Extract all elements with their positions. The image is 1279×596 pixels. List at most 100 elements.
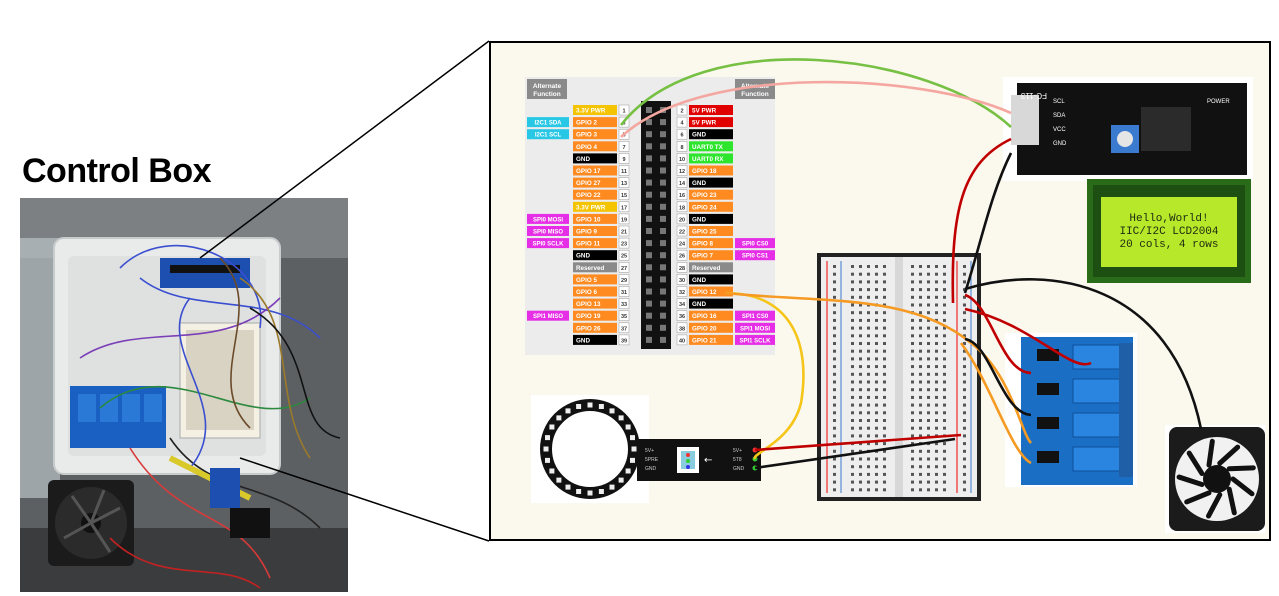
left-pin-name: GPIO 17 xyxy=(576,168,601,175)
left-pin-name-box xyxy=(573,213,617,224)
breadboard-hole xyxy=(911,318,914,322)
right-pin-number: 38 xyxy=(679,326,685,332)
breadboard-hole xyxy=(919,449,922,453)
breadboard-hole xyxy=(875,318,878,322)
breadboard-hole xyxy=(943,280,946,284)
right-pin-name-box xyxy=(689,250,733,261)
right-alt-label: SPI1 MOSI xyxy=(740,326,770,332)
right-pin-number: 10 xyxy=(679,157,685,163)
breadboard-hole xyxy=(833,472,836,476)
breadboard-hole xyxy=(963,265,966,268)
left-pin-number-box xyxy=(618,262,630,273)
breadboard-hole xyxy=(833,465,836,469)
breadboard-hole xyxy=(875,272,878,276)
left-pin-number-box xyxy=(618,298,630,309)
breadboard-hole xyxy=(851,388,854,392)
left-pin-number-box xyxy=(618,201,630,213)
left-pin-number-box xyxy=(618,104,630,116)
left-pin-number: 13 xyxy=(621,181,627,187)
header-pin xyxy=(660,300,666,307)
breadboard-hole xyxy=(943,295,946,299)
breadboard-hole xyxy=(851,465,854,469)
breadboard-hole xyxy=(859,295,862,299)
page-title: Control Box xyxy=(22,152,212,190)
breadboard-hole xyxy=(919,472,922,476)
right-pin-name: GPIO 23 xyxy=(692,192,717,199)
right-pin-number: 30 xyxy=(679,278,685,284)
right-pin-number-box xyxy=(676,225,688,237)
breadboard-hole xyxy=(927,280,930,284)
breadboard-hole xyxy=(927,295,930,299)
left-pin-number: 23 xyxy=(621,242,627,248)
breadboard-hole xyxy=(883,372,886,376)
header-pin xyxy=(660,336,666,343)
right-pin-name-box xyxy=(689,117,733,128)
breadboard-hole xyxy=(919,395,922,399)
breadboard-hole xyxy=(867,318,870,322)
breadboard-hole xyxy=(919,334,922,338)
left-pin-name-box xyxy=(573,177,617,188)
right-pin-name: GPIO 18 xyxy=(692,168,717,175)
right-pin-number-box xyxy=(676,286,688,297)
breadboard-hole xyxy=(833,395,836,399)
left-pin-number: 19 xyxy=(621,217,627,223)
left-pin-number: 39 xyxy=(621,338,627,344)
left-pin-number-box xyxy=(618,322,630,334)
breadboard-hole xyxy=(927,272,930,276)
breadboard-hole xyxy=(919,480,922,484)
breadboard-hole xyxy=(875,311,878,315)
header-pin xyxy=(660,228,666,234)
breadboard-hole xyxy=(859,288,862,292)
breadboard-hole xyxy=(883,388,886,392)
breadboard-hole xyxy=(919,295,922,299)
breadboard-hole xyxy=(851,449,854,453)
left-pin-name-box xyxy=(573,226,617,236)
breadboard-hole xyxy=(963,303,966,307)
breadboard-hole xyxy=(875,380,878,384)
breadboard-hole xyxy=(911,472,914,476)
right-pin-number: 36 xyxy=(679,314,685,320)
breadboard-hole xyxy=(963,434,966,438)
right-pin-number: 8 xyxy=(680,145,683,151)
breadboard-hole xyxy=(935,357,938,361)
breadboard-hole xyxy=(883,457,886,461)
breadboard-hole xyxy=(883,303,886,307)
left-pin-name: GPIO 27 xyxy=(576,180,601,187)
left-alt-function xyxy=(527,238,569,249)
breadboard-hole xyxy=(919,311,922,315)
breadboard-hole xyxy=(911,365,914,369)
left-pin-number-box xyxy=(618,141,630,152)
ring-led xyxy=(625,424,631,430)
breadboard-hole xyxy=(963,357,966,361)
right-heading: Function xyxy=(741,91,768,98)
breadboard-hole xyxy=(883,419,886,422)
breadboard-hole xyxy=(919,326,922,330)
breadboard-hole xyxy=(867,426,870,430)
breadboard-hole xyxy=(943,465,946,469)
breadboard-hole xyxy=(935,288,938,292)
right-pin-name: GND xyxy=(692,180,706,187)
breadboard-hole xyxy=(851,403,854,407)
breadboard-hole xyxy=(875,288,878,292)
left-pin-name-box xyxy=(573,105,617,115)
header-pin xyxy=(660,324,666,331)
right-pin-name-box xyxy=(689,310,733,321)
wire-vcc xyxy=(951,137,1012,304)
breadboard-hole xyxy=(927,388,930,392)
fan-blade xyxy=(1176,474,1205,487)
right-pin-name-box xyxy=(689,129,733,140)
breadboard-hole xyxy=(867,342,870,345)
breadboard-hole xyxy=(859,411,862,415)
breadboard-hole xyxy=(927,342,930,345)
left-pin-name-box xyxy=(573,250,617,261)
left-alt-label: SPI0 MISO xyxy=(533,230,563,236)
breadboard-hole xyxy=(911,426,914,430)
breadboard-hole xyxy=(943,334,946,338)
breadboard-hole xyxy=(943,272,946,276)
breadboard-hole xyxy=(867,403,870,407)
breadboard-hole xyxy=(963,380,966,384)
breadboard-hole xyxy=(833,434,836,438)
header-pin xyxy=(646,312,652,319)
breadboard-hole xyxy=(883,311,886,315)
